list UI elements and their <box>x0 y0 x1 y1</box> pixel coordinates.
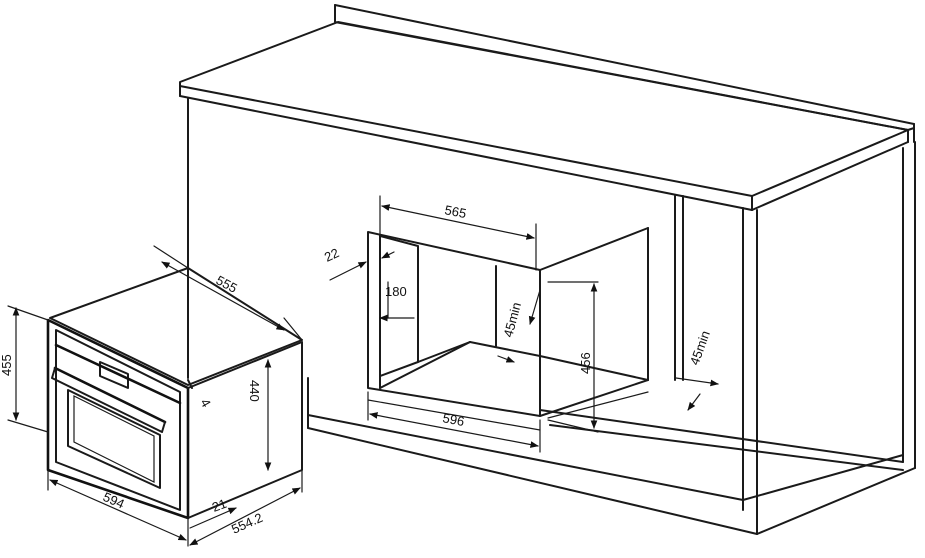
label-456: 456 <box>578 352 593 374</box>
cabinet-body <box>187 97 916 535</box>
label-180: 180 <box>385 284 407 299</box>
label-22: 22 <box>322 245 341 265</box>
oven <box>46 267 303 520</box>
label-4: 4 <box>197 396 214 410</box>
label-596: 596 <box>441 410 465 429</box>
cabinet <box>179 4 916 535</box>
label-554-2: 554.2 <box>229 510 265 537</box>
dimension-lines <box>7 195 719 547</box>
label-565: 565 <box>443 202 467 221</box>
label-594: 594 <box>101 489 127 512</box>
countertop <box>179 4 915 211</box>
label-45min-outer: 45min <box>687 329 713 367</box>
label-45min-inner: 45min <box>500 301 524 339</box>
label-21: 21 <box>210 496 229 515</box>
label-440: 440 <box>247 380 262 402</box>
label-455: 455 <box>0 354 14 376</box>
